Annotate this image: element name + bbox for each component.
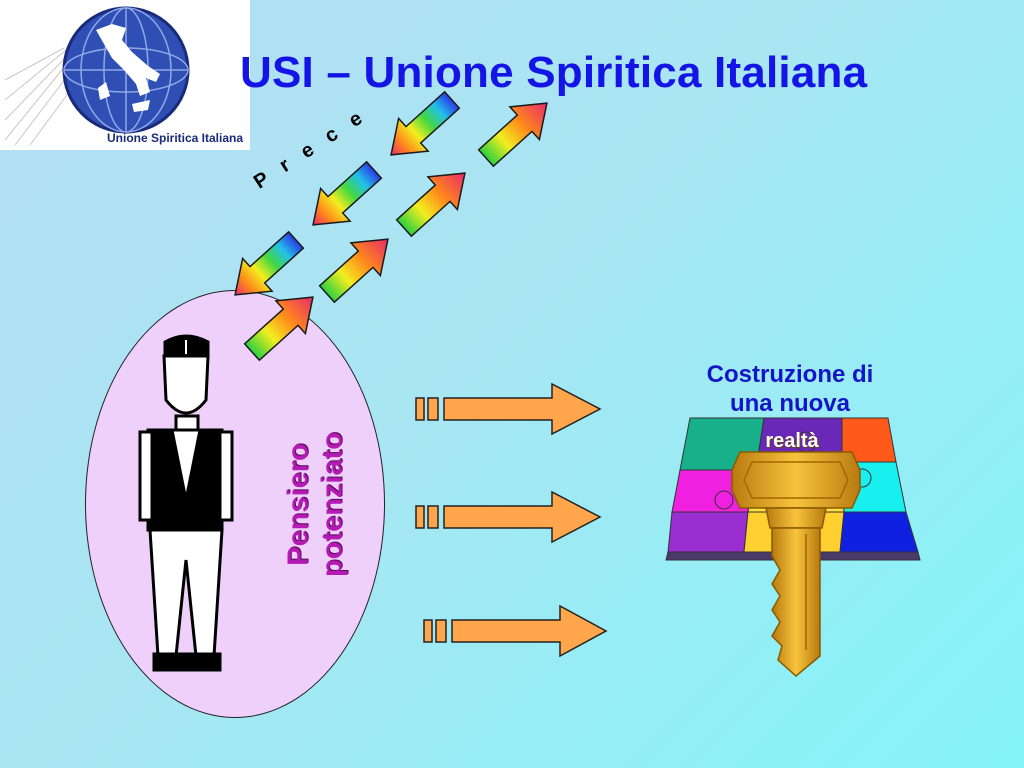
prayer-arrow-out (388, 156, 481, 246)
logo-label: Unione Spiritica Italiana (107, 131, 243, 145)
orange-arrows (415, 382, 608, 658)
pensiero-label: Pensiero potenziato (256, 432, 406, 580)
logo: Unione Spiritica Italiana (0, 0, 250, 150)
costruzione-label: Costruzione di una nuova (680, 360, 900, 418)
mind-ellipse (85, 290, 385, 718)
thought-arrow (415, 382, 602, 436)
costruzione-line1: Costruzione di (706, 361, 874, 388)
prayer-arrow-in (297, 152, 390, 242)
page-title: USI – Unione Spiritica Italiana (240, 48, 868, 97)
globe-italy-icon: Unione Spiritica Italiana (4, 6, 243, 146)
pensiero-line1: Pensiero (282, 443, 315, 566)
prayer-arrow-in (375, 82, 468, 172)
key-icon (731, 451, 861, 677)
thought-arrow (415, 490, 602, 544)
pensiero-line2: potenziato (316, 432, 349, 577)
prayer-arrow-out (470, 86, 563, 176)
costruzione-line2: una nuova (729, 390, 850, 417)
prayer-arrow-out (311, 222, 404, 312)
thought-arrow (423, 604, 608, 658)
person-icon (138, 334, 234, 672)
realta-label: realtà (765, 430, 819, 452)
